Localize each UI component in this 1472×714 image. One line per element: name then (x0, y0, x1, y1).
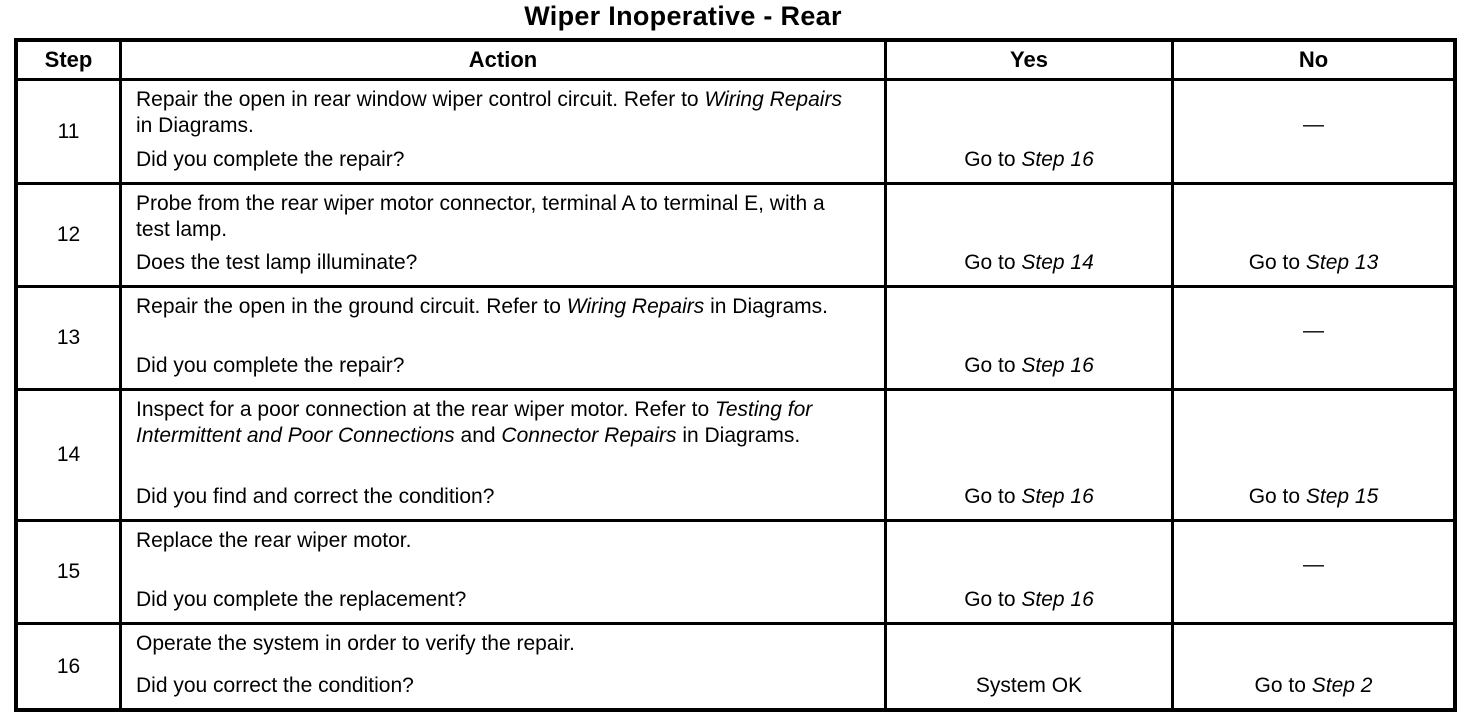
no-result: — (1303, 319, 1324, 342)
action-question: Does the test lamp illuminate? (136, 251, 418, 274)
action-description: Operate the system in order to verify th… (136, 632, 575, 655)
no-result: Go to Step 2 (1254, 674, 1373, 697)
table-row: 14 Inspect for a poor connection at the … (18, 388, 1453, 519)
page-title: Wiper Inoperative - Rear (524, 1, 842, 31)
step-cell: 14 (18, 391, 122, 519)
yes-result: System OK (975, 674, 1083, 697)
action-cell: Probe from the rear wiper motor connecto… (122, 185, 887, 285)
step-cell: 11 (18, 81, 122, 182)
step-cell: 12 (18, 185, 122, 285)
no-result: Go to Step 13 (1248, 251, 1379, 274)
yes-cell: System OK (887, 625, 1174, 708)
action-cell: Replace the rear wiper motor. Did you co… (122, 522, 887, 622)
no-cell: Go to Step 13 (1174, 185, 1453, 285)
table-row: 11 Repair the open in rear window wiper … (18, 78, 1453, 182)
step-number: 11 (57, 119, 80, 143)
yes-cell: Go to Step 16 (887, 391, 1174, 519)
action-description: Repair the open in the ground circuit. R… (136, 295, 828, 318)
action-question: Did you complete the replacement? (136, 588, 467, 611)
yes-cell: Go to Step 14 (887, 185, 1174, 285)
yes-result: Go to Step 14 (964, 251, 1094, 274)
step-number: 14 (56, 443, 81, 466)
action-description: Inspect for a poor connection at the rea… (136, 398, 813, 447)
no-cell: Go to Step 2 (1174, 625, 1453, 708)
yes-cell: Go to Step 16 (887, 522, 1174, 622)
action-cell: Inspect for a poor connection at the rea… (122, 391, 887, 519)
header-action: Action (122, 42, 887, 78)
step-number: 16 (56, 654, 81, 678)
no-result: — (1303, 112, 1324, 136)
step-cell: 15 (18, 522, 122, 622)
yes-result: Go to Step 16 (964, 588, 1094, 611)
yes-result: Go to Step 16 (964, 485, 1094, 508)
table-row: 13 Repair the open in the ground circuit… (18, 285, 1453, 388)
no-result: — (1303, 553, 1324, 576)
action-question: Did you complete the repair? (136, 148, 405, 171)
table-row: 16 Operate the system in order to verify… (18, 622, 1453, 708)
action-question: Did you correct the condition? (136, 674, 414, 697)
no-cell: — (1174, 81, 1453, 182)
action-cell: Operate the system in order to verify th… (122, 625, 887, 708)
yes-result: Go to Step 16 (964, 148, 1094, 171)
action-description: Repair the open in rear window wiper con… (136, 88, 842, 137)
action-description: Replace the rear wiper motor. (136, 529, 412, 552)
yes-result: Go to Step 16 (964, 354, 1094, 377)
action-cell: Repair the open in the ground circuit. R… (122, 288, 887, 388)
action-question: Did you find and correct the condition? (136, 485, 495, 508)
action-question: Did you complete the repair? (136, 354, 405, 377)
step-number: 13 (56, 326, 81, 349)
table-row: 15 Replace the rear wiper motor. Did you… (18, 519, 1453, 622)
action-description: Probe from the rear wiper motor connecto… (136, 192, 825, 241)
step-cell: 16 (18, 625, 122, 708)
table-row: 12 Probe from the rear wiper motor conne… (18, 182, 1453, 285)
table-header-row: Step Action Yes No (18, 42, 1453, 78)
header-no: No (1298, 47, 1329, 72)
header-yes: Yes (887, 42, 1174, 78)
header-step: Step (18, 42, 122, 78)
yes-cell: Go to Step 16 (887, 81, 1174, 182)
no-cell: — (1174, 288, 1453, 388)
no-result: Go to Step 15 (1248, 485, 1379, 508)
diagnostic-table: Step Action Yes No 11 Repair the open in… (14, 38, 1457, 712)
step-number: 12 (56, 223, 81, 246)
yes-cell: Go to Step 16 (887, 288, 1174, 388)
step-number: 15 (56, 560, 81, 583)
no-cell: Go to Step 15 (1174, 391, 1453, 519)
action-cell: Repair the open in rear window wiper con… (122, 81, 887, 182)
no-cell: — (1174, 522, 1453, 622)
step-cell: 13 (18, 288, 122, 388)
